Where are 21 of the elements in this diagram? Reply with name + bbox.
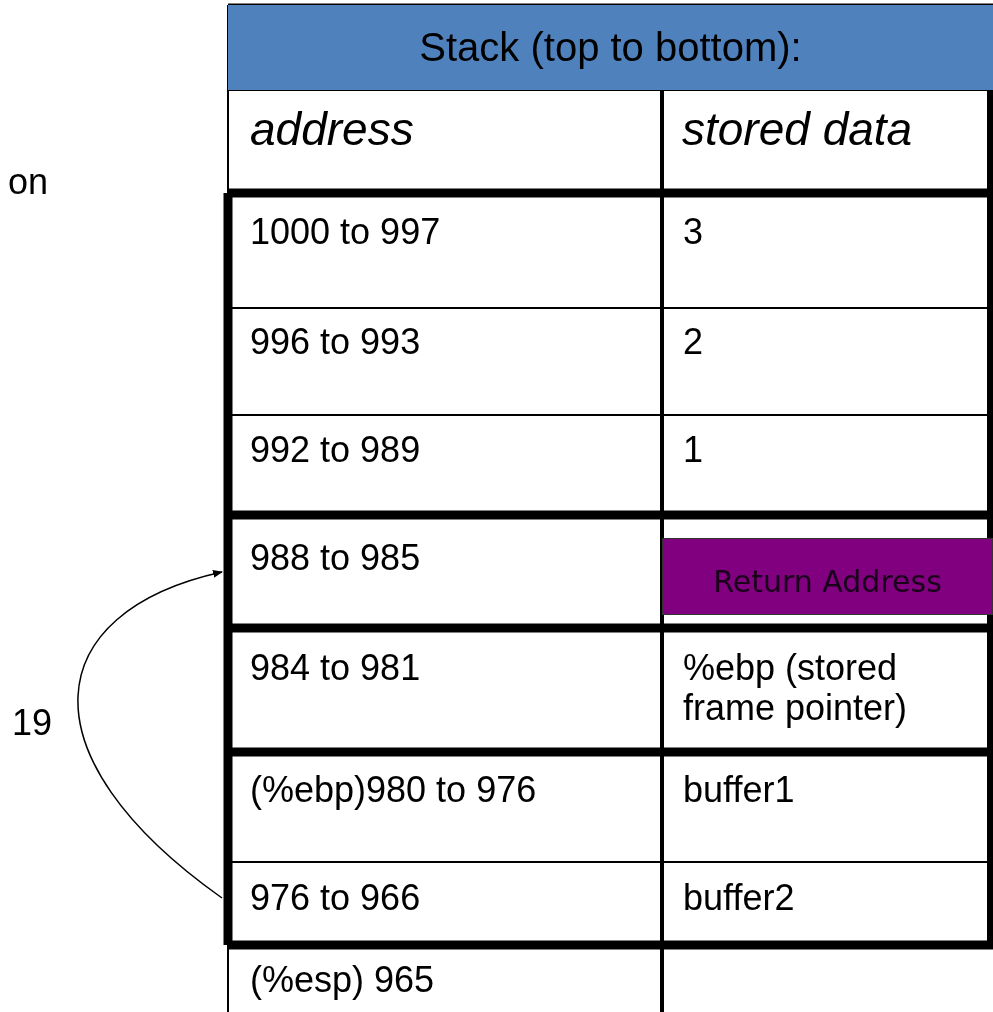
- address-text: (%ebp)980 to 976: [250, 770, 610, 810]
- address-text: 984 to 981: [250, 648, 610, 688]
- data-text: %ebp (stored frame pointer): [683, 648, 983, 728]
- address-text: 1000 to 997: [250, 212, 610, 252]
- data-text: 2: [683, 322, 883, 362]
- address-text: (%esp) 965: [250, 960, 610, 1000]
- address-text: 996 to 993: [250, 322, 610, 362]
- column-header: stored data: [682, 104, 982, 154]
- address-text: 976 to 966: [250, 878, 610, 918]
- edge-label: 19: [12, 703, 53, 743]
- data-text: 3: [683, 212, 883, 252]
- table-title-bar: Stack (top to bottom):: [228, 5, 993, 90]
- text-fragment: on: [8, 162, 49, 202]
- return-address-box: Return Address: [662, 538, 993, 615]
- address-text: 992 to 989: [250, 430, 610, 470]
- data-text: buffer1: [683, 770, 883, 810]
- data-text: buffer2: [683, 878, 883, 918]
- data-text: 1: [683, 430, 883, 470]
- address-text: 988 to 985: [250, 538, 610, 578]
- column-header: address: [250, 104, 650, 154]
- curved-arrow: [77, 570, 223, 899]
